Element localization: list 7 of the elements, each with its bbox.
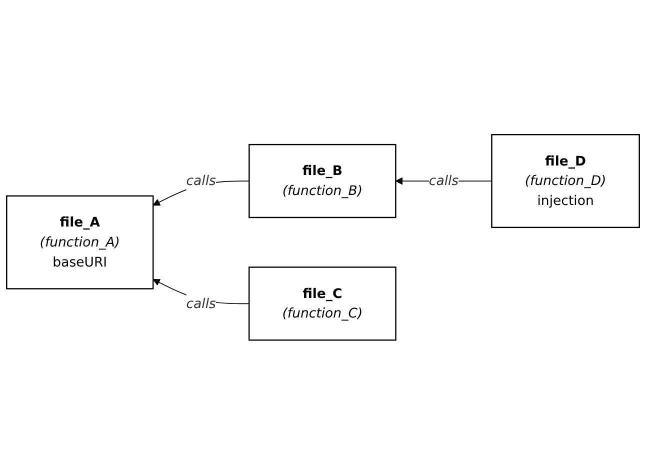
edge-label: calls [428,172,459,189]
edge-label: calls [186,295,216,312]
node-box: file_B (function_B) [248,144,396,218]
node-box: file_C (function_C) [248,266,396,341]
edge-label: calls [186,172,216,189]
node-box: file_D (function_D) injection [491,134,640,228]
node-box: file_A (function_A) baseURI [6,195,154,290]
